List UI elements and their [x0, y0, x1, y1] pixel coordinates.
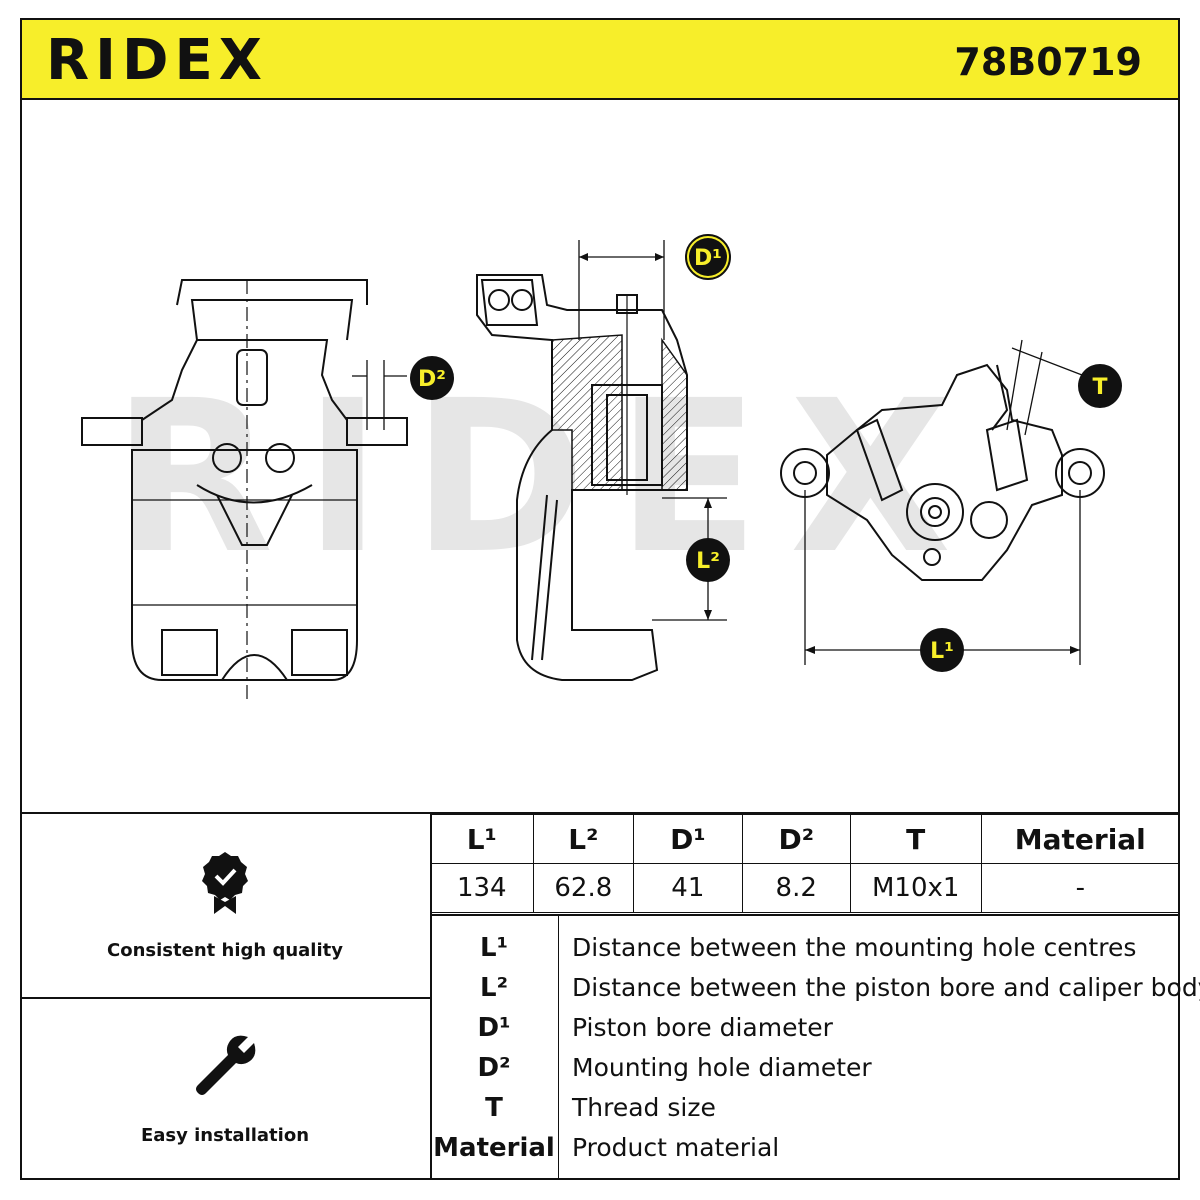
- header-bar: RIDEX 78B0719: [20, 18, 1180, 100]
- feature-quality: Consistent high quality: [20, 814, 430, 997]
- spec-value-d1: 41: [633, 863, 743, 913]
- spec-header-t: T: [849, 814, 982, 864]
- spec-header-l1: L¹: [430, 814, 534, 864]
- badge-d1: D¹: [685, 234, 731, 280]
- badge-l2-label: L²: [696, 549, 720, 574]
- legend-row: L¹ Distance between the mounting hole ce…: [430, 928, 1178, 968]
- legend-desc: Distance between the piston bore and cal…: [572, 973, 1200, 1002]
- legend-key: T: [485, 1093, 503, 1123]
- caliper-section-view: [476, 240, 727, 681]
- spec-value-material: -: [980, 863, 1181, 913]
- badge-l2: L²: [686, 538, 730, 582]
- spec-header-material: Material: [980, 814, 1181, 864]
- panel-divider: [430, 814, 432, 1180]
- spec-value-t: M10x1: [849, 863, 982, 913]
- spec-table: L¹ L² D¹ D² T Material 134 62.8 41 8.2 M…: [430, 814, 1181, 913]
- badge-t-label: T: [1092, 375, 1107, 400]
- spec-value-l2: 62.8: [532, 863, 635, 913]
- quality-badge-icon: [202, 852, 248, 914]
- caliper-front-view: [81, 279, 408, 700]
- legend-key: D¹: [477, 1013, 511, 1043]
- badge-l1: L¹: [920, 628, 964, 672]
- legend-key: L¹: [480, 933, 508, 963]
- legend-desc: Piston bore diameter: [572, 1013, 833, 1042]
- legend-row: D¹ Piston bore diameter: [430, 1008, 1178, 1048]
- legend-desc: Distance between the mounting hole centr…: [572, 933, 1137, 962]
- legend-row: D² Mounting hole diameter: [430, 1048, 1178, 1088]
- feature-quality-label: Consistent high quality: [107, 940, 343, 961]
- technical-drawing: RIDEX: [22, 100, 1178, 812]
- spec-header-l2: L²: [532, 814, 635, 864]
- badge-d2: D²: [410, 356, 454, 400]
- legend-desc: Product material: [572, 1133, 780, 1162]
- feature-installation: Easy installation: [20, 999, 430, 1180]
- part-number: 78B0719: [954, 40, 1142, 84]
- spec-header-d1: D¹: [633, 814, 743, 864]
- brand-logo: RIDEX: [46, 28, 268, 93]
- legend-key: Material: [433, 1133, 555, 1163]
- legend-row: Material Product material: [430, 1128, 1178, 1168]
- wrench-icon: [196, 1035, 256, 1095]
- caliper-rear-view: [780, 339, 1105, 665]
- watermark-text: RIDEX: [112, 355, 982, 600]
- info-panel: Consistent high quality Easy installatio…: [20, 812, 1200, 1180]
- legend-divider: [558, 916, 559, 1180]
- legend-row: T Thread size: [430, 1088, 1178, 1128]
- spec-value-l1: 134: [430, 863, 534, 913]
- legend: L¹ Distance between the mounting hole ce…: [430, 914, 1200, 1180]
- badge-l1-label: L¹: [930, 639, 954, 664]
- legend-row: L² Distance between the piston bore and …: [430, 968, 1200, 1008]
- badge-d2-label: D²: [418, 367, 446, 392]
- spec-header-row: L¹ L² D¹ D² T Material: [430, 814, 1181, 864]
- badge-d1-label: D¹: [694, 246, 722, 271]
- legend-key: L²: [480, 973, 508, 1003]
- badge-t: T: [1078, 364, 1122, 408]
- legend-key: D²: [477, 1053, 511, 1083]
- spec-value-row: 134 62.8 41 8.2 M10x1 -: [430, 863, 1181, 913]
- caliper-drawing: RIDEX: [81, 234, 1122, 700]
- spec-value-d2: 8.2: [741, 863, 851, 913]
- legend-desc: Thread size: [572, 1093, 716, 1122]
- spec-header-d2: D²: [741, 814, 851, 864]
- legend-desc: Mounting hole diameter: [572, 1053, 872, 1082]
- feature-divider: [20, 997, 430, 999]
- feature-installation-label: Easy installation: [140, 1125, 310, 1146]
